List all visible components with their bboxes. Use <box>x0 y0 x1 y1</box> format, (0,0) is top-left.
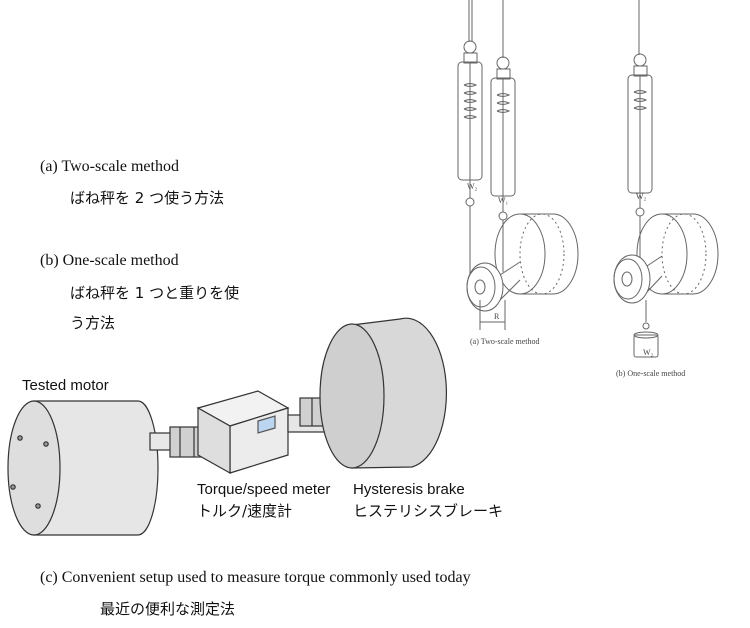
hysteresis-brake <box>319 317 448 469</box>
scan-caption-a: (a) Two-scale method <box>470 337 540 346</box>
method-b-label-jp-2: う方法 <box>70 314 116 332</box>
method-a-label-en: (a) Two-scale method <box>40 158 179 175</box>
tested-motor-label: Tested motor <box>22 377 109 394</box>
motor-bolt <box>35 503 41 509</box>
meter-label-jp: トルク/速度計 <box>197 502 293 520</box>
motor-body-b <box>636 213 719 295</box>
scale-label-w2-a: W₂ <box>467 182 478 191</box>
scale-label-w2-b: W₂ <box>636 192 647 201</box>
brake-label-jp: ヒステリシスブレーキ <box>353 502 504 520</box>
spring-scale-w1 <box>490 0 516 221</box>
motor-bolt <box>17 435 23 441</box>
tested-motor <box>7 400 159 536</box>
pulley-a <box>466 261 521 312</box>
motor-bolt <box>43 441 49 447</box>
spring-scale-w2-a <box>457 0 483 207</box>
method-c-label-en: (c) Convenient setup used to measure tor… <box>40 569 471 586</box>
torque-setup-drawing <box>7 317 448 536</box>
scan-caption-b: (b) One-scale method <box>616 369 686 378</box>
motor-bolt <box>10 484 16 490</box>
hanging-weight <box>633 322 659 358</box>
pulley-b <box>613 254 663 304</box>
torque-speed-meter <box>196 390 290 475</box>
method-b-label-jp-1: ばね秤を 1 つと重りを使 <box>70 284 240 302</box>
motor-body-a <box>494 213 579 295</box>
meter-display <box>257 415 276 434</box>
spring-scale-w2-b <box>627 0 653 217</box>
method-a-label-jp: ばね秤を 2 つ使う方法 <box>70 189 225 207</box>
method-b-label-en: (b) One-scale method <box>40 252 179 269</box>
method-c-label-jp: 最近の便利な測定法 <box>100 600 236 618</box>
weight-label-w2: W₂ <box>643 348 654 357</box>
radius-label-r: R <box>494 312 500 321</box>
meter-label-en: Torque/speed meter <box>197 481 331 498</box>
brake-label-en: Hysteresis brake <box>353 481 465 498</box>
